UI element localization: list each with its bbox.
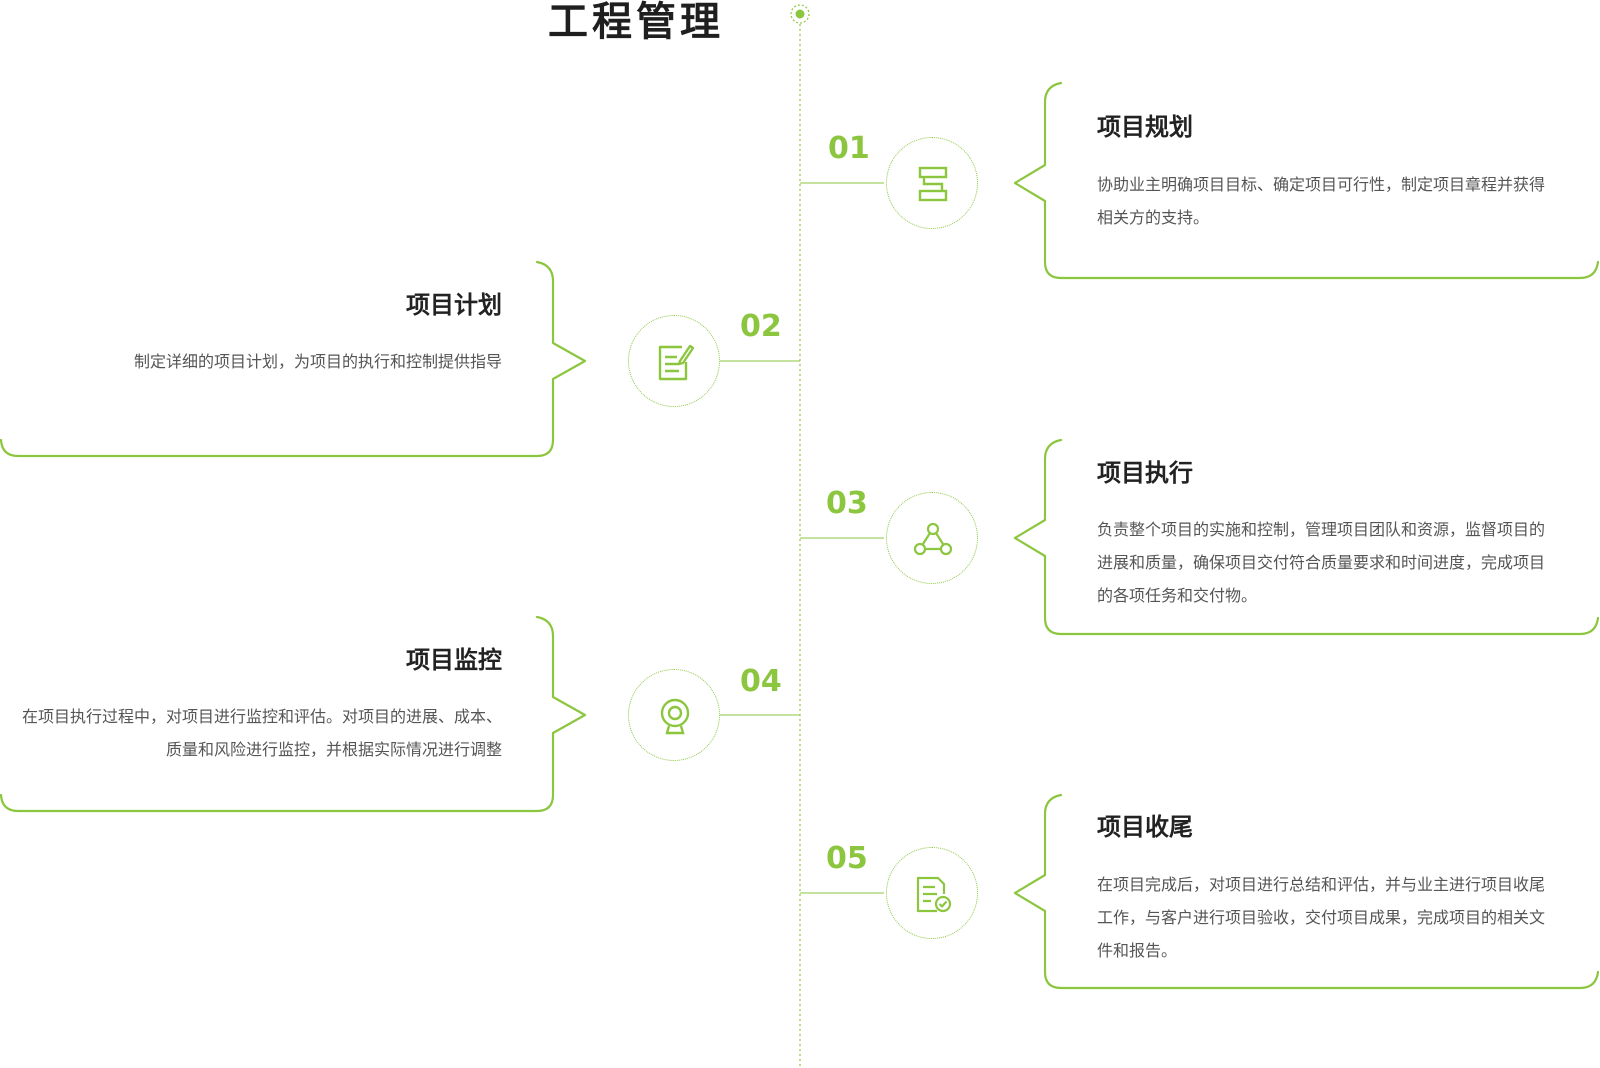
card-title: 项目监控 xyxy=(406,646,502,674)
card-frame-05 xyxy=(1013,793,1600,990)
card-title: 项目计划 xyxy=(406,291,502,319)
card-frame-01 xyxy=(1013,81,1600,280)
step-number: 01 xyxy=(828,131,870,166)
card-description: 在项目执行过程中，对项目进行监控和评估。对项目的进展、成本、质量和风险进行监控，… xyxy=(21,707,502,759)
card-frame-02 xyxy=(0,260,587,458)
document-check-icon xyxy=(916,876,952,913)
step-node xyxy=(628,669,720,761)
step-node xyxy=(886,492,978,584)
step-number: 05 xyxy=(826,841,868,876)
card-frame-04 xyxy=(0,615,587,813)
card-frame-03 xyxy=(1013,438,1600,636)
flowchart-icon xyxy=(918,166,948,202)
card-title: 项目执行 xyxy=(1097,459,1193,487)
card-description: 制定详细的项目计划，为项目的执行和控制提供指导 xyxy=(133,352,502,371)
step-node xyxy=(886,137,978,229)
card-title: 项目规划 xyxy=(1097,113,1193,141)
step-node xyxy=(628,315,720,407)
step-number: 04 xyxy=(740,664,782,699)
page-title: 工程管理 xyxy=(548,0,724,45)
step-number: 02 xyxy=(740,309,782,344)
card-description: 协助业主明确项目目标、确定项目可行性，制定项目章程并获得相关方的支持。 xyxy=(1097,175,1546,227)
card-description: 在项目完成后，对项目进行总结和评估，并与业主进行项目收尾工作，与客户进行项目验收… xyxy=(1097,875,1546,960)
card-description: 负责整个项目的实施和控制，管理项目团队和资源，监督项目的进展和质量，确保项目交付… xyxy=(1097,520,1546,605)
step-node xyxy=(886,847,978,939)
network-nodes-icon xyxy=(913,522,953,556)
webcam-icon xyxy=(660,698,690,735)
card-title: 项目收尾 xyxy=(1097,813,1193,841)
edit-document-icon xyxy=(658,344,695,381)
step-number: 03 xyxy=(826,486,868,521)
